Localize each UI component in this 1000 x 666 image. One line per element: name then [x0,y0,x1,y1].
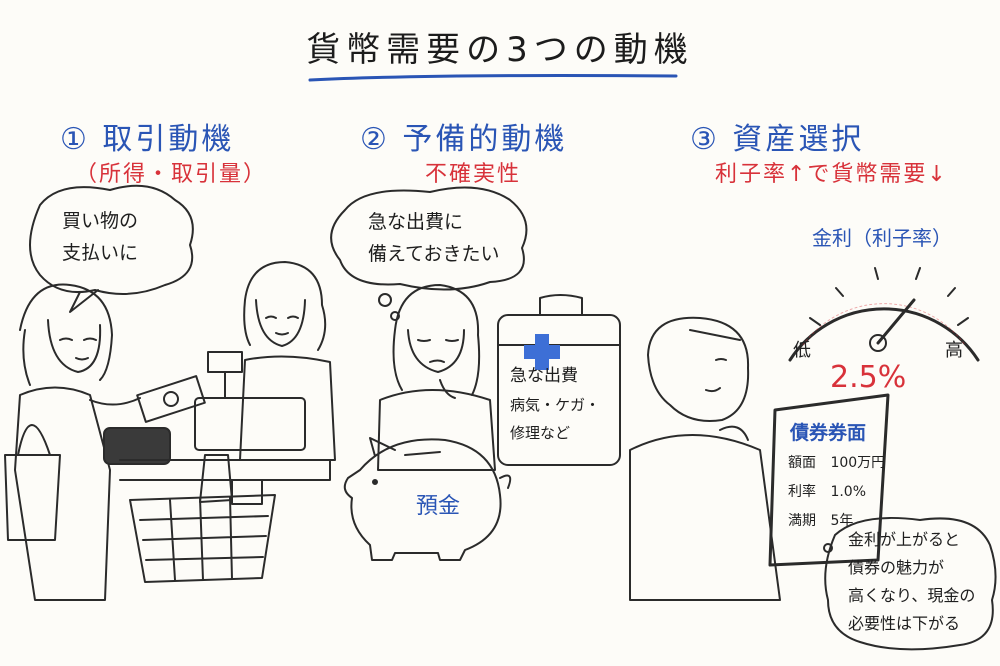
title-underline [308,74,678,82]
cashier-face [255,299,306,347]
gauge-low-label: 低 [793,340,811,361]
bond-row-label: 利率 [788,484,816,500]
bubble-transaction-line: 買い物の [62,210,139,232]
bond-row-value: 5年 [830,513,854,529]
bubble-transaction-line: 支払いに [62,242,139,264]
customer-bag [4,424,61,541]
cashier-apron [239,355,336,461]
banknote [136,375,206,423]
heading-transaction: ① 取引動機 [60,122,235,157]
cashier-hair [243,261,327,351]
speech-bubble-asset [824,516,997,651]
bond-row: 利率 1.0% [788,481,866,501]
gauge-label: 金利（利子率） [812,226,952,250]
bond-row-value: 1.0% [830,484,867,500]
cash-register [194,397,306,451]
piggy-label: 預金 [416,494,461,519]
bond-row-value: 100万円 [830,455,886,471]
customer-body [14,386,111,601]
customer-face [47,319,102,373]
first-aid-cross [524,334,560,370]
bubble-asset-line: 債券の魅力が [848,558,945,577]
bubble-asset-line: 金利が上がると [848,530,961,549]
subheading-asset: 利子率↑で貨幣需要↓ [715,162,948,187]
bubble-precaution-line: 備えておきたい [368,243,500,265]
wallet [103,427,171,465]
man-body [629,434,781,601]
bubble-asset-line: 必要性は下がる [848,614,961,633]
speech-bubble-precaution [330,186,528,291]
first-aid-kit [497,314,621,466]
man-head [647,316,750,422]
kit-text-line: 急な出費 [510,366,578,386]
customer-hair [19,283,113,386]
worried-woman-hair [392,284,481,396]
subheading-precaution: 不確実性 [425,162,522,187]
worried-woman-face [407,329,465,373]
gauge-needle [876,298,916,345]
bubble-asset-line: 高くなり、現金の [848,586,976,605]
piggy-bank [343,438,502,561]
subheading-transaction: （所得・取引量） [75,162,268,187]
heading-asset: ③ 資産選択 [690,122,865,157]
customer-arm [89,397,141,406]
gauge-high-label: 高 [945,340,963,361]
bond-title: 債券券面 [790,422,867,444]
interest-gauge [788,307,980,362]
bond-row: 額面 100万円 [788,452,885,472]
bond-row: 満期 5年 [788,510,853,530]
bond-row-label: 額面 [788,455,816,471]
kit-text-line: 修理など [510,424,571,442]
page-title: 貨幣需要の3つの動機 [306,30,694,70]
heading-precaution: ② 予備的動機 [360,122,568,157]
gauge-value: 2.5% [830,360,907,395]
bond-certificate [768,393,890,567]
bubble-precaution-line: 急な出費に [368,211,464,233]
shopping-basket [129,494,276,583]
kit-text-line: 病気・ケガ・ [510,396,601,414]
bond-row-label: 満期 [788,513,816,529]
speech-bubble-transaction [29,184,194,295]
